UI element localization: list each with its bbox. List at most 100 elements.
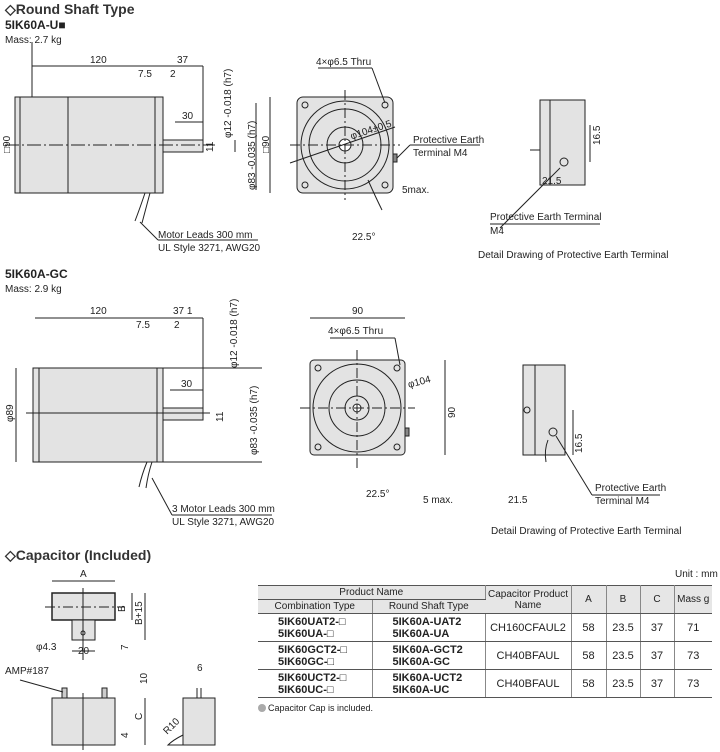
gear-front-view xyxy=(300,317,446,470)
dim-30: 30 xyxy=(182,111,194,122)
mounting-holes-label-gc: 4×φ6.5 Thru xyxy=(328,326,384,337)
dim-phi12-gc: φ12 -0.018 (h7) xyxy=(229,298,240,368)
pe-detail-label: Protective Earth Terminal xyxy=(490,212,602,223)
motor-leads-spec: UL Style 3271, AWG20 xyxy=(158,243,261,254)
dim-sq90-left: □90 xyxy=(2,135,13,153)
amp-terminal-label: AMP#187 xyxy=(5,666,49,677)
pe-terminal-label-gc: Protective Earth xyxy=(595,483,667,494)
cell-combination: 5IK60GCT2-□5IK60GC-□ xyxy=(258,641,373,670)
unit-label: Unit : mm xyxy=(675,569,718,580)
dim-phi12: φ12 -0.018 (h7) xyxy=(223,68,234,138)
cell-a: 58 xyxy=(571,641,607,670)
dim-37-gc: 37 1 xyxy=(173,306,193,317)
pe-terminal-label-gc-2: Terminal M4 xyxy=(595,496,650,507)
section-title-capacitor: ◇Capacitor (Included) xyxy=(5,547,152,563)
header-product-name: Product Name xyxy=(258,585,486,600)
dim-30-gc: 30 xyxy=(181,379,193,390)
round-shaft-front-view xyxy=(289,67,480,211)
dim-16-5-gc: 16.5 xyxy=(574,433,585,453)
cell-mass: 73 xyxy=(674,669,712,698)
cell-capacitor: CH40BFAUL xyxy=(485,669,572,698)
cell-capacitor: CH160CFAUL2 xyxy=(485,613,572,642)
cell-mass: 71 xyxy=(674,613,712,642)
dim-10: 10 xyxy=(139,672,150,684)
round-shaft-side-view xyxy=(5,42,271,241)
cell-b: 23.5 xyxy=(606,669,641,698)
dim-phi89: φ89 xyxy=(5,404,16,422)
header-c: C xyxy=(640,585,675,614)
mass-label: Mass: 2.7 kg xyxy=(5,35,62,46)
dim-7-5-gc: 7.5 xyxy=(136,320,150,331)
dim-2-gc: 2 xyxy=(174,320,180,331)
pe-detail-label-2: M4 xyxy=(490,226,504,237)
dim-angle: 22.5° xyxy=(352,232,376,243)
model-name-gc: 5IK60A-GC xyxy=(5,267,68,281)
dim-90-gc: 90 xyxy=(352,306,364,317)
mounting-holes-label: 4×φ6.5 Thru xyxy=(316,57,372,68)
cell-combination: 5IK60UCT2-□5IK60UC-□ xyxy=(258,669,373,698)
cell-b: 23.5 xyxy=(606,613,641,642)
capacitor-drawing xyxy=(19,580,216,750)
dim-120-gc: 120 xyxy=(90,306,107,317)
section-title-round-shaft: ◇Round Shaft Type xyxy=(5,1,135,17)
dim-phi4-3: φ4.3 xyxy=(36,642,57,653)
dim-5max: 5max. xyxy=(402,185,430,196)
capacitor-cap-marker xyxy=(258,704,266,712)
cell-b: 23.5 xyxy=(606,641,641,670)
dim-b: B xyxy=(117,605,128,612)
round-shaft-pe-detail xyxy=(490,99,600,229)
detail-caption-gc: Detail Drawing of Protective Earth Termi… xyxy=(491,526,682,537)
cell-mass: 73 xyxy=(674,641,712,670)
dim-11-gc: 11 xyxy=(215,411,226,422)
gear-pe-detail xyxy=(522,364,660,496)
cell-combination: 5IK60UAT2-□5IK60UA-□ xyxy=(258,613,373,642)
dim-c: C xyxy=(134,712,145,720)
cell-c: 37 xyxy=(640,641,675,670)
dim-90-vertical-gc: 90 xyxy=(447,406,458,418)
dim-20: 20 xyxy=(78,646,90,657)
motor-leads-label: Motor Leads 300 mm xyxy=(158,230,253,241)
cell-capacitor: CH40BFAUL xyxy=(485,641,572,670)
dim-21-5: 21.5 xyxy=(542,176,562,187)
motor-leads-label-gc: 3 Motor Leads 300 mm xyxy=(172,504,275,515)
dim-11: 11 xyxy=(205,141,216,152)
dim-7-cap: 7 xyxy=(120,644,131,650)
dim-phi83: φ83 -0.035 (h7) xyxy=(247,120,258,190)
cell-c: 37 xyxy=(640,613,675,642)
detail-caption: Detail Drawing of Protective Earth Termi… xyxy=(478,250,669,261)
dim-phi83-gc: φ83 -0.035 (h7) xyxy=(249,385,260,455)
mass-label-gc: Mass: 2.9 kg xyxy=(5,284,62,295)
model-name: 5IK60A-U■ xyxy=(5,18,66,32)
dim-sq90-right: □90 xyxy=(261,135,272,153)
header-capacitor: Capacitor Product Name xyxy=(485,585,572,614)
dim-37: 37 xyxy=(177,55,189,66)
header-b: B xyxy=(606,585,641,614)
dim-16-5: 16.5 xyxy=(592,125,603,145)
dim-21-5-gc: 21.5 xyxy=(508,495,528,506)
motor-leads-spec-gc: UL Style 3271, AWG20 xyxy=(172,517,275,528)
header-combination: Combination Type xyxy=(258,599,373,614)
cell-a: 58 xyxy=(571,669,607,698)
header-a: A xyxy=(571,585,607,614)
cell-c: 37 xyxy=(640,669,675,698)
dim-4: 4 xyxy=(120,732,131,738)
dim-7-5: 7.5 xyxy=(138,69,152,80)
cell-a: 58 xyxy=(571,613,607,642)
pe-terminal-label-2: Terminal M4 xyxy=(413,148,468,159)
dim-a: A xyxy=(80,569,87,580)
pe-terminal-label: Protective Earth xyxy=(413,135,485,146)
gear-side-view xyxy=(15,317,272,516)
capacitor-note: Capacitor Cap is included. xyxy=(268,703,374,713)
dim-b15: B+15 xyxy=(134,601,145,625)
dim-6: 6 xyxy=(197,663,203,674)
header-mass: Mass g xyxy=(674,585,712,614)
dim-2: 2 xyxy=(170,69,176,80)
dim-120: 120 xyxy=(90,55,107,66)
dim-angle-gc: 22.5° xyxy=(366,489,390,500)
